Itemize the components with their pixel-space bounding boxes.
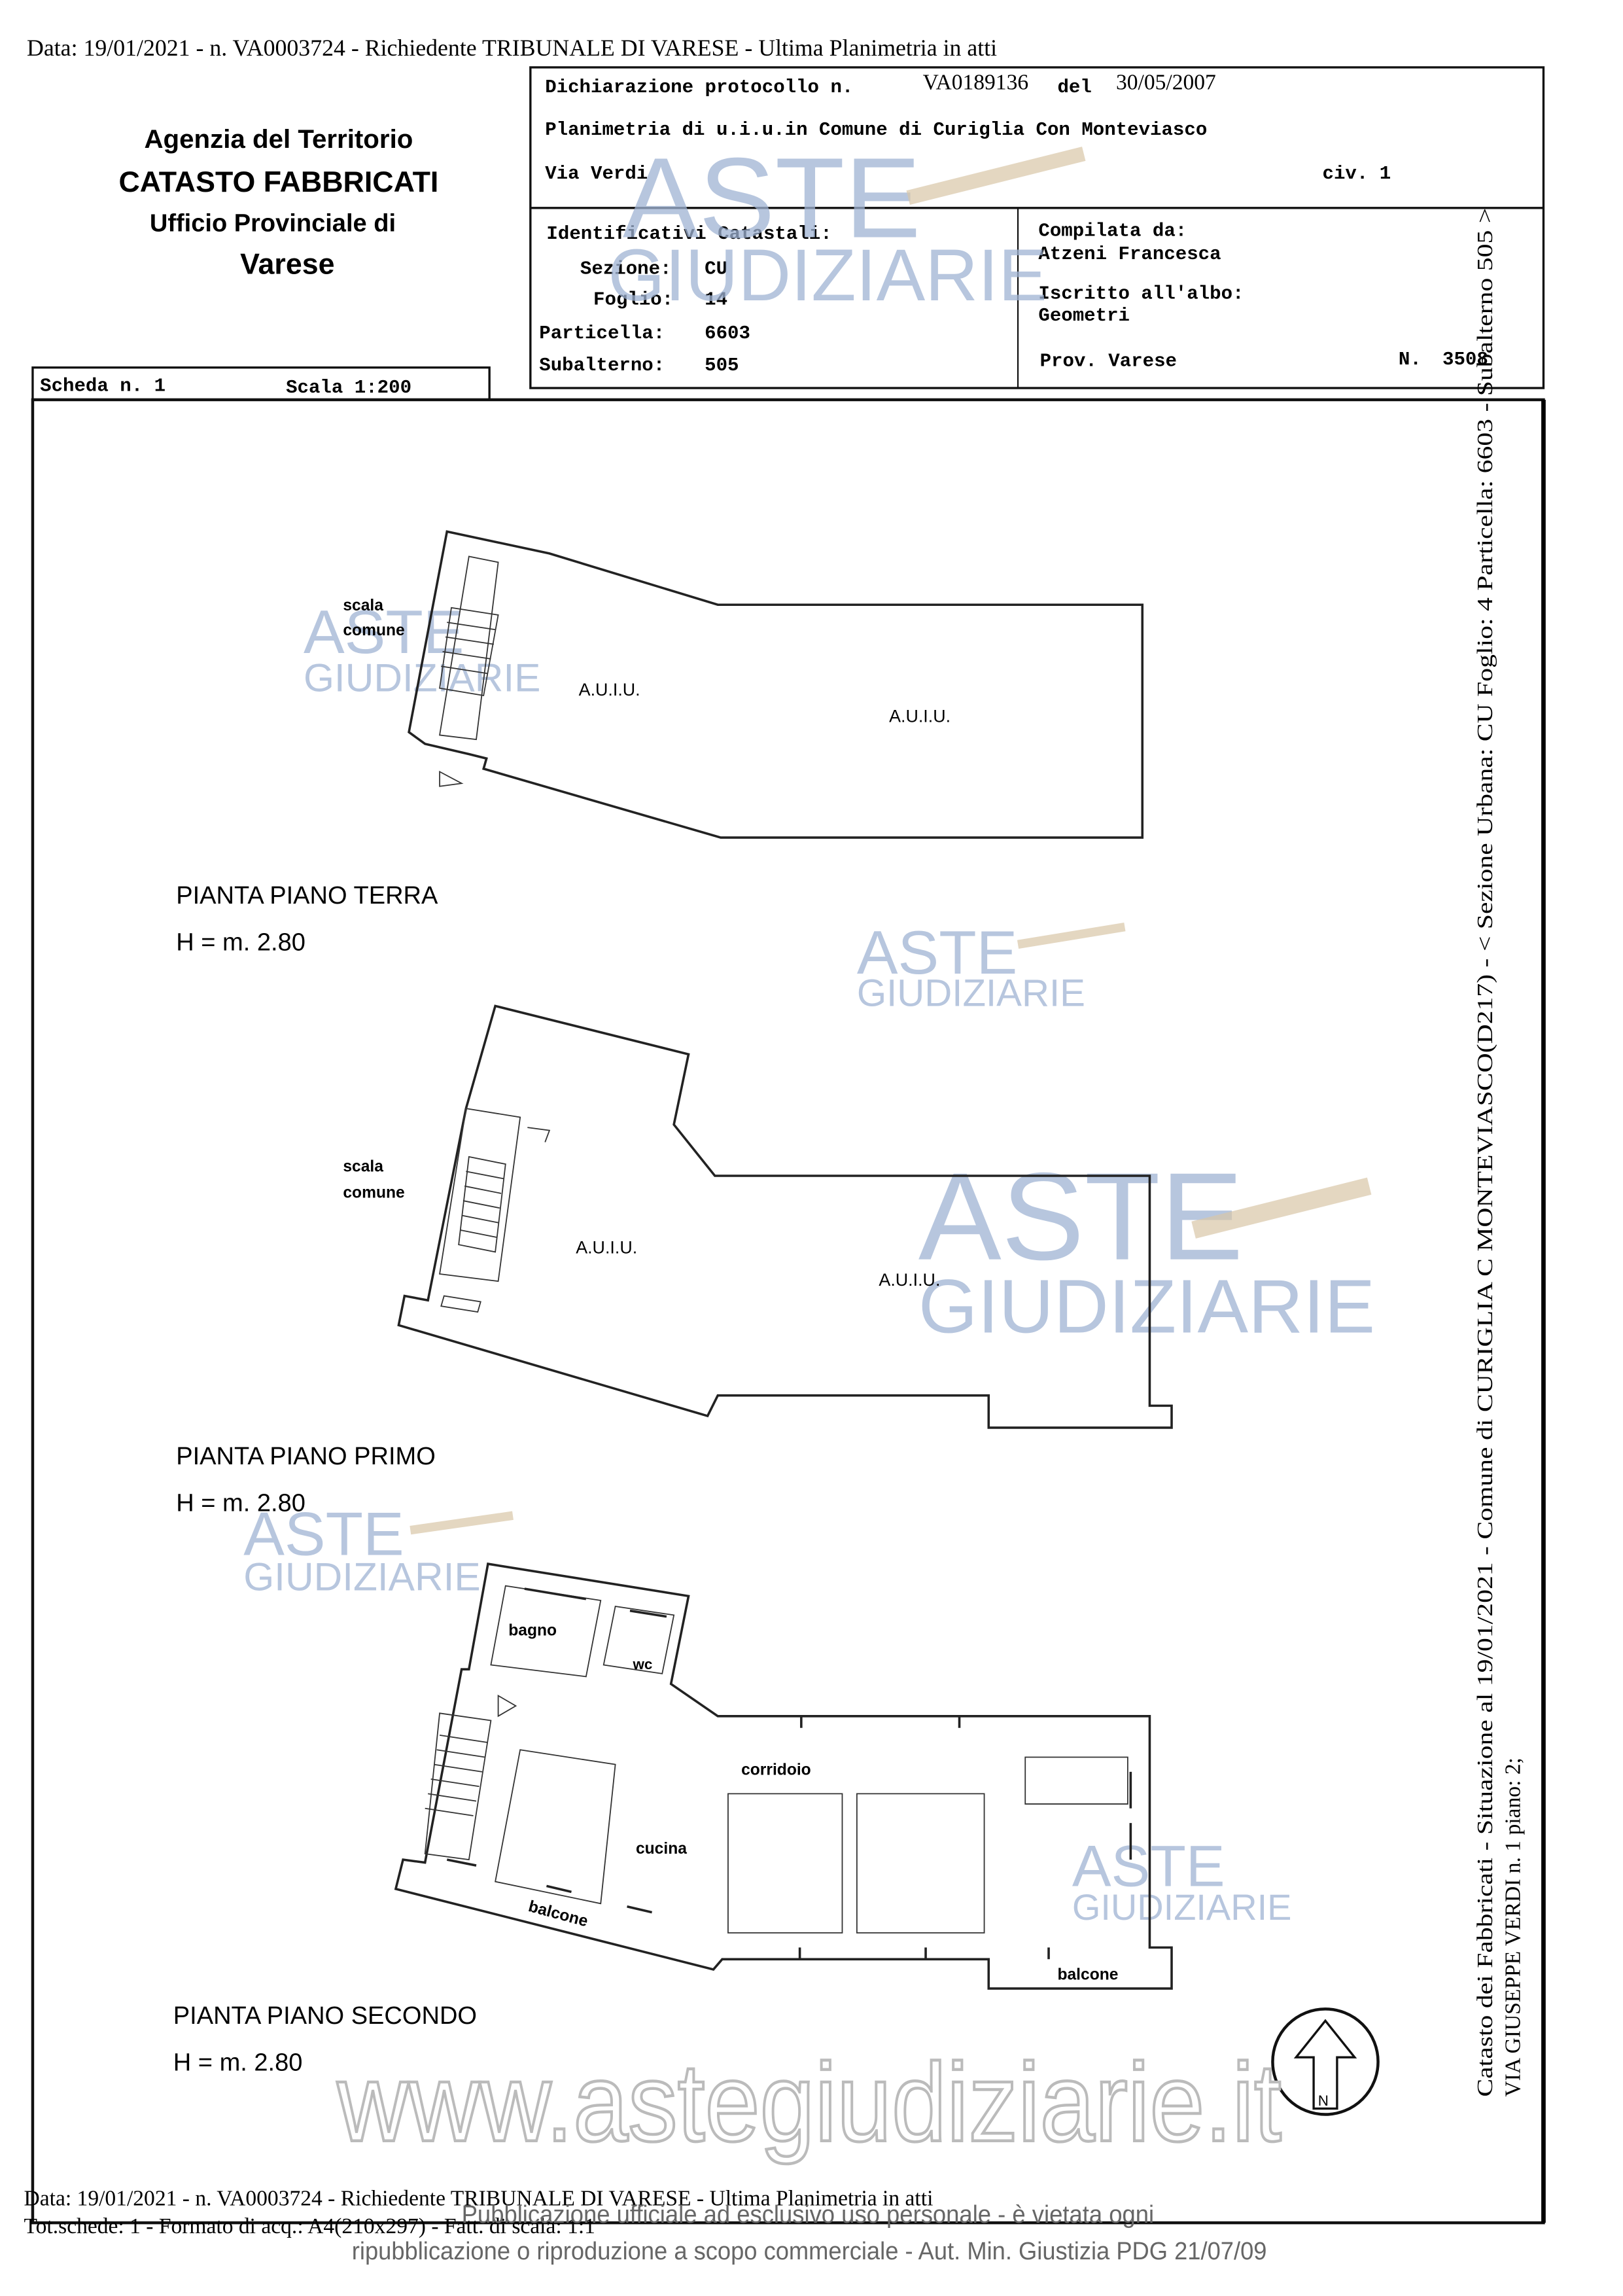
svg-text:ASTE: ASTE [623, 134, 921, 262]
compilata-name: Atzeni Francesca [1038, 243, 1221, 265]
declaration-box: Dichiarazione protocollo n. VA0189136 de… [529, 66, 1545, 389]
svg-text:ASTE: ASTE [243, 1500, 404, 1568]
footer-line1: Data: 19/01/2021 - n. VA0003724 - Richie… [24, 2186, 934, 2210]
watermark-logo-5: ASTE GIUDIZIARIE [243, 1500, 514, 1598]
svg-text:GIUDIZIARIE: GIUDIZIARIE [608, 234, 1047, 316]
svg-text:GIUDIZIARIE: GIUDIZIARIE [918, 1263, 1375, 1349]
protocol-label: Dichiarazione protocollo n. [545, 77, 853, 98]
floor-height-secondo: H = m. 2.80 [173, 2049, 303, 2076]
svg-text:cucina: cucina [636, 1840, 687, 1858]
scheda-label: Scheda n. 1 [40, 376, 166, 397]
svg-text:A.U.I.U.: A.U.I.U. [579, 680, 640, 699]
svg-text:scala: scala [343, 597, 383, 614]
watermark-url: www.astegiudiziarie.it [337, 2041, 1282, 2165]
svg-text:N: N [1318, 2093, 1329, 2109]
compilata-label: Compilata da: [1038, 220, 1187, 241]
watermark-logo-1: ASTE GIUDIZIARIE [608, 134, 1086, 316]
protocol-number: VA0189136 [923, 71, 1029, 95]
floor-plan-primo: scala comune A.U.I.U. A.U.I.U. PIANTA PI… [176, 1004, 1173, 1517]
del-label: del [1057, 77, 1091, 98]
floor-plan-secondo: bagno wc corridoio cucina balcone balcon… [173, 1563, 1173, 2076]
floor-height-terra: H = m. 2.80 [176, 928, 305, 956]
foglio-label: Foglio: [593, 289, 673, 310]
watermark-logo-4: ASTE GIUDIZIARIE [918, 1148, 1375, 1349]
svg-text:balcone: balcone [1057, 1966, 1118, 1984]
scala-label: Scala 1:200 [286, 377, 411, 398]
svg-text:A.U.I.U.: A.U.I.U. [576, 1238, 637, 1258]
watermark-notice-2: ripubblicazione o riproduzione a scopo c… [352, 2238, 1267, 2265]
watermark-logo-6: ASTE GIUDIZIARIE [1072, 1833, 1292, 1927]
sezione-value: CU [705, 258, 727, 279]
footer-line2: Tot.schede: 1 - Formato di acq.: A4(210x… [24, 2214, 595, 2238]
ufficio-city: Varese [240, 247, 334, 280]
catasto-title: CATASTO FABBRICATI [118, 166, 438, 198]
svg-text:comune: comune [343, 622, 404, 639]
floor-height-primo: H = m. 2.80 [176, 1489, 305, 1517]
albo-label: Iscritto all'albo: [1038, 283, 1244, 305]
particella-value: 6603 [705, 323, 750, 344]
svg-text:bagno: bagno [508, 1622, 557, 1640]
street: Via Verdi [545, 163, 648, 185]
ufficio-label: Ufficio Provinciale di [150, 210, 396, 238]
subalterno-value: 505 [705, 355, 739, 376]
subalterno-label: Subalterno: [539, 355, 665, 376]
identificativi-title: Identificativi Catastali: [546, 223, 831, 245]
svg-text:comune: comune [343, 1184, 404, 1202]
foglio-value: 14 [705, 289, 727, 310]
provincia: Prov. Varese [1040, 350, 1177, 372]
side-text-line2: VIA GIUSEPPE VERDI n. 1 piano: 2; [1501, 1757, 1526, 2096]
particella-label: Particella: [539, 323, 665, 344]
sezione-label: Sezione: [580, 258, 672, 279]
watermark-logo-3: ASTE GIUDIZIARIE [857, 918, 1126, 1014]
civic-number: civ. 1 [1323, 163, 1391, 185]
svg-text:GIUDIZIARIE: GIUDIZIARIE [243, 1554, 480, 1598]
floor-title-terra: PIANTA PIANO TERRA [176, 882, 438, 910]
svg-text:GIUDIZIARIE: GIUDIZIARIE [1072, 1886, 1292, 1928]
declaration-date: 30/05/2007 [1116, 71, 1216, 95]
albo-number-label: N. [1399, 349, 1422, 370]
svg-text:A.U.I.U.: A.U.I.U. [879, 1270, 940, 1290]
watermark-notice-1: Pubblicazione ufficiale ad esclusivo uso… [462, 2201, 1155, 2229]
north-arrow-icon: N [1271, 2007, 1380, 2116]
albo-value: Geometri [1038, 305, 1130, 327]
svg-text:ASTE: ASTE [304, 597, 464, 666]
header-line: Data: 19/01/2021 - n. VA0003724 - Richie… [27, 35, 997, 61]
scheda-box: Scheda n. 1 Scala 1:200 [31, 366, 491, 401]
side-text-line1: Catasto dei Fabbricati - Situazione al 1… [1473, 208, 1497, 2097]
svg-text:GIUDIZIARIE: GIUDIZIARIE [857, 972, 1085, 1014]
albo-number: 3508 [1442, 349, 1488, 370]
floor-title-primo: PIANTA PIANO PRIMO [176, 1443, 436, 1470]
agency-name: Agenzia del Territorio [144, 124, 413, 154]
svg-text:scala: scala [343, 1157, 383, 1175]
svg-text:A.U.I.U.: A.U.I.U. [889, 706, 951, 726]
watermark-logo-2: ASTE GIUDIZIARIE [304, 597, 540, 699]
svg-text:ASTE: ASTE [918, 1148, 1244, 1286]
floor-plan-terra: scala comune A.U.I.U. A.U.I.U. PIANTA PI… [176, 530, 1144, 956]
svg-text:wc: wc [632, 1656, 652, 1672]
agency-block: Agenzia del Territorio CATASTO FABBRICAT… [118, 124, 438, 280]
floor-title-secondo: PIANTA PIANO SECONDO [173, 2002, 477, 2030]
svg-text:ASTE: ASTE [857, 918, 1017, 987]
svg-text:corridoio: corridoio [741, 1761, 811, 1778]
planimetria-text: Planimetria di u.i.u.in Comune di Curigl… [545, 119, 1207, 141]
